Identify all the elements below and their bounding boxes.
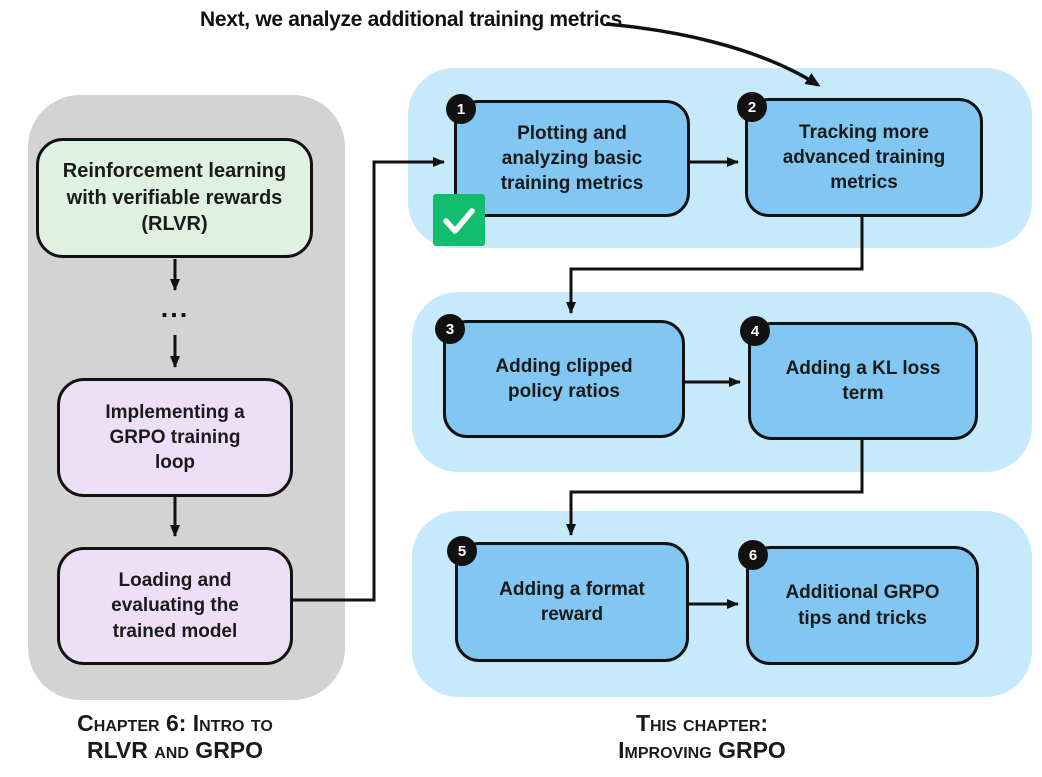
node-loading-evaluating-label: Loading and evaluating the trained model bbox=[111, 570, 239, 642]
node-rlvr: Reinforcement learning with verifiable r… bbox=[36, 138, 313, 258]
step-2-number-badge: 2 bbox=[737, 92, 767, 122]
step-node-6: 6 Additional GRPO tips and tricks bbox=[738, 540, 979, 665]
step-4-number-badge: 4 bbox=[740, 316, 770, 346]
this-chapter-caption-line2: Improving GRPO bbox=[618, 737, 786, 764]
chapter6-caption: Chapter 6: Intro to RLVR and GRPO bbox=[35, 710, 315, 764]
step-6-number-badge: 6 bbox=[738, 540, 768, 570]
step-6-label: Additional GRPO tips and tricks bbox=[785, 582, 940, 629]
step-1-label: Plotting and analyzing basic training me… bbox=[500, 122, 644, 195]
node-grpo-training-loop: Implementing a GRPO training loop bbox=[57, 378, 293, 497]
node-loading-evaluating: Loading and evaluating the trained model bbox=[57, 547, 293, 665]
step-3-label: Adding clipped policy ratios bbox=[495, 355, 633, 402]
annotation-title: Next, we analyze additional training met… bbox=[199, 8, 623, 31]
this-chapter-caption: This chapter: Improving GRPO bbox=[562, 710, 842, 764]
step-node-3: 3 Adding clipped policy ratios bbox=[435, 314, 685, 438]
step-3-number-badge: 3 bbox=[435, 314, 465, 344]
step-node-4: 4 Adding a KL loss term bbox=[740, 316, 978, 440]
step-node-2: 2 Tracking more advanced training metric… bbox=[737, 92, 983, 217]
step-node-5: 5 Adding a format reward bbox=[447, 536, 689, 662]
node-rlvr-label: Reinforcement learning with verifiable r… bbox=[62, 160, 287, 236]
step-1-number-badge: 1 bbox=[446, 94, 476, 124]
chapter6-caption-line2: RLVR and GRPO bbox=[86, 737, 264, 764]
ellipsis: ... bbox=[160, 293, 190, 323]
node-grpo-training-loop-label: Implementing a GRPO training loop bbox=[105, 401, 245, 474]
step-4-label: Adding a KL loss term bbox=[785, 357, 941, 404]
step-2-label: Tracking more advanced training metrics bbox=[782, 121, 946, 194]
step-node-1: 1 Plotting and analyzing basic training … bbox=[433, 94, 690, 246]
this-chapter-caption-line1: This chapter: bbox=[635, 710, 769, 736]
step-5-label: Adding a format reward bbox=[499, 578, 645, 625]
chapter6-caption-line1: Chapter 6: Intro to bbox=[77, 710, 273, 736]
completed-check-icon bbox=[433, 194, 485, 246]
step-5-number-badge: 5 bbox=[447, 536, 477, 566]
